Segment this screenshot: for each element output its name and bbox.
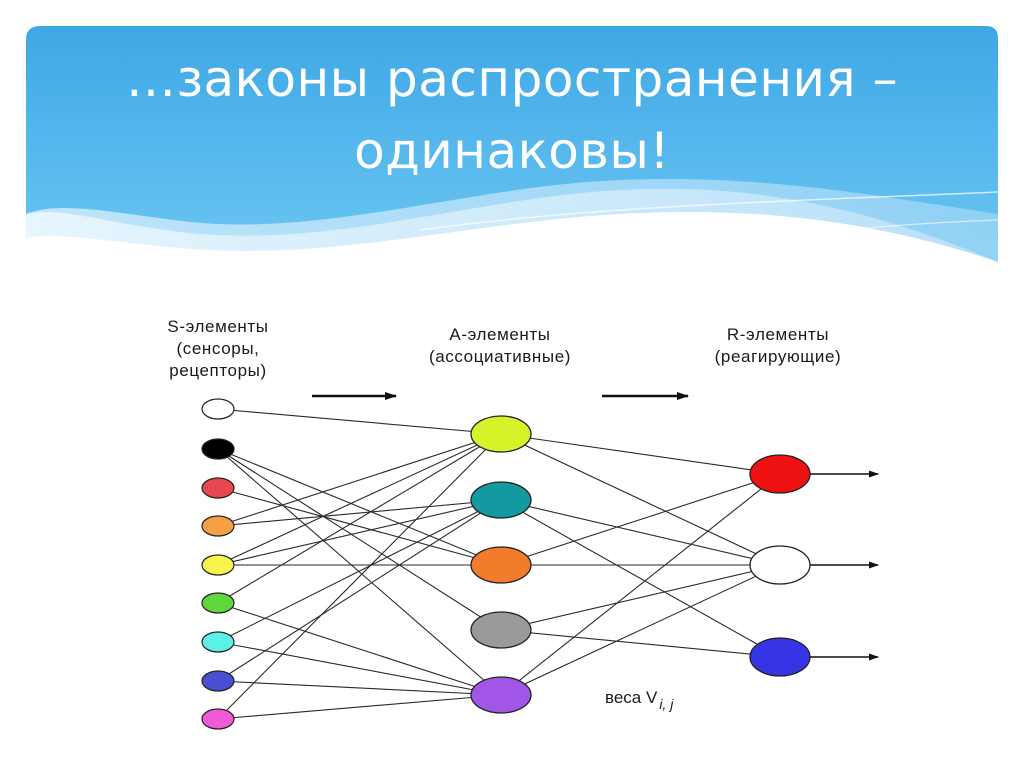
s-elements-label-line-3: рецепторы) xyxy=(169,361,267,380)
s-element-node-6 xyxy=(201,592,235,614)
connection-s4-a2 xyxy=(217,499,502,527)
s-elements-label-line-2: (сенсоры, xyxy=(177,339,260,358)
connection-s3-a3 xyxy=(217,487,502,566)
s-element-node-1 xyxy=(201,398,235,420)
header-banner: …законы распространения – одинаковы! xyxy=(26,26,999,263)
weights-label-subscript: i, j xyxy=(659,696,674,712)
s-element-node-7 xyxy=(201,631,235,653)
output-arrows xyxy=(810,470,879,661)
connection-s8-a5 xyxy=(217,680,502,696)
r-element-node-1 xyxy=(749,454,811,494)
connection-s2-a3 xyxy=(217,448,502,566)
connection-s6-a5 xyxy=(217,602,502,696)
connection-s5-a2 xyxy=(217,499,502,566)
connection-a4-r3 xyxy=(500,629,781,658)
connection-a5-r1 xyxy=(500,473,781,696)
connection-s7-a2 xyxy=(217,499,502,643)
connection-s8-a2 xyxy=(217,499,502,682)
connection-a1-r1 xyxy=(500,433,781,475)
connection-s5-a1 xyxy=(217,433,502,566)
connection-s7-a5 xyxy=(217,641,502,696)
header-wave-line xyxy=(419,191,999,231)
a-elements-label-line-2: (ассоциативные) xyxy=(429,347,571,366)
r-element-node-2 xyxy=(749,545,811,585)
connection-lines xyxy=(217,408,781,720)
connection-s6-a1 xyxy=(217,433,502,604)
s-elements-label-line-1: S-элементы xyxy=(167,317,268,336)
weights-label-main: веса V xyxy=(605,688,658,707)
header-background xyxy=(26,26,998,262)
connection-s4-a1 xyxy=(217,433,502,527)
a-elements-label-line-1: А-элементы xyxy=(449,325,550,344)
s-element-node-8 xyxy=(201,670,235,692)
r-elements-label-line-1: R-элементы xyxy=(727,325,829,344)
a-element-node-4 xyxy=(470,611,532,649)
s-element-node-5 xyxy=(201,554,235,576)
a-element-node-3 xyxy=(470,546,532,584)
r-element-node-3 xyxy=(749,637,811,677)
connection-s2-a5 xyxy=(217,448,502,696)
s-element-node-9 xyxy=(201,708,235,730)
connection-a2-r3 xyxy=(500,499,781,658)
slide-title-line-1: …законы распространения – xyxy=(126,50,898,108)
header-wave-light xyxy=(26,178,998,262)
connection-s9-a1 xyxy=(217,433,502,720)
connection-a5-r2 xyxy=(500,564,781,696)
connection-a1-r2 xyxy=(500,433,781,566)
r-elements-label-line-2: (реагирующие) xyxy=(715,347,842,366)
connection-s1-a1 xyxy=(217,408,502,435)
connection-s9-a5 xyxy=(217,694,502,720)
slide-title-line-2: одинаковы! xyxy=(354,122,670,180)
perceptron-diagram: S-элементы (сенсоры, рецепторы) А-элемен… xyxy=(167,317,879,730)
header-wave-line-2 xyxy=(639,219,999,263)
s-element-node-4 xyxy=(201,515,235,537)
connection-a2-r2 xyxy=(500,499,781,566)
connection-s2-a4 xyxy=(217,448,502,631)
a-element-node-2 xyxy=(470,481,532,519)
a-element-node-5 xyxy=(470,676,532,714)
neuron-nodes xyxy=(201,398,811,730)
s-element-node-2 xyxy=(201,438,235,460)
s-element-node-3 xyxy=(201,477,235,499)
a-element-node-1 xyxy=(470,415,532,453)
connection-a3-r1 xyxy=(500,473,781,566)
connection-a4-r2 xyxy=(500,564,781,631)
